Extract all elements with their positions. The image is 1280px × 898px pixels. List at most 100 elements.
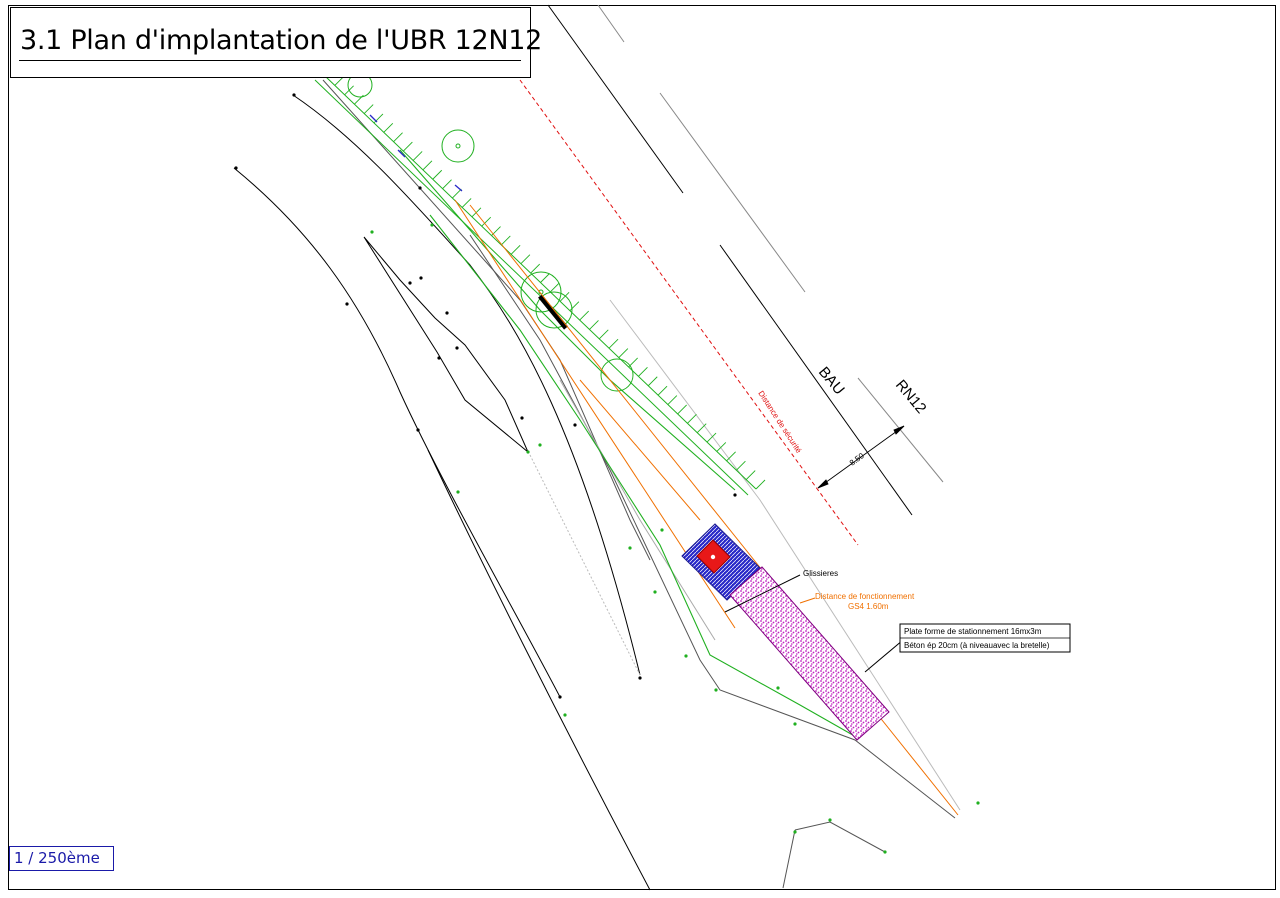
glissieres-label: Glissieres (803, 569, 838, 578)
fence-tick (696, 423, 707, 434)
fence-ticks (324, 66, 766, 490)
survey-point (976, 801, 980, 805)
fence-tick (373, 113, 384, 124)
survey-point (419, 276, 423, 280)
survey-point (776, 686, 780, 690)
road-label: RN12 (892, 377, 930, 417)
safety-distance-line (519, 79, 859, 546)
fence-tick (412, 151, 423, 161)
page-title: 3.1 Plan d'implantation de l'UBR 12N12 (20, 25, 543, 56)
scale-label: 1 / 250ème (14, 849, 100, 867)
fence-tick (363, 104, 374, 114)
fence-tick (540, 273, 550, 283)
survey-point (733, 493, 737, 497)
fence-tick (618, 348, 629, 358)
fence-tick (393, 132, 403, 143)
title-underline (19, 60, 521, 61)
fence-tick (706, 432, 717, 443)
platform-callout-line1: Plate forme de stationnement 16mx3m (904, 627, 1042, 636)
survey-point (416, 428, 420, 432)
fence-tick (579, 310, 590, 321)
cabinet-symbol (538, 294, 568, 330)
survey-point (638, 676, 642, 680)
survey-point (628, 546, 632, 550)
fence-tick (736, 460, 746, 471)
survey-point (418, 186, 422, 190)
platform-callout: Plate forme de stationnement 16mx3m Béto… (899, 623, 1071, 653)
survey-point (558, 695, 562, 699)
road-lines (233, 4, 961, 891)
survey-point (793, 722, 797, 726)
fence-tick (530, 263, 541, 274)
gs4-label: GS4 1.60m (848, 602, 889, 611)
parking-platform (729, 566, 890, 741)
fence-tick (638, 367, 648, 377)
fence-tick (608, 338, 619, 349)
fence-tick (677, 404, 687, 415)
fence-tick (755, 479, 766, 490)
survey-point (292, 93, 296, 97)
survey-point (445, 311, 449, 315)
fence-tick (647, 376, 658, 387)
fence-tick (442, 179, 452, 189)
survey-point (370, 230, 374, 234)
survey-point (520, 416, 524, 420)
survey-point (456, 490, 460, 494)
fence-tick (716, 442, 727, 452)
safety-distance-label: Distance de sécurité (756, 389, 803, 455)
fence-tick (452, 188, 462, 199)
fence-tick (481, 216, 492, 227)
survey-point (573, 423, 577, 427)
survey-point (828, 818, 832, 822)
fence-tick (403, 141, 413, 152)
survey-point (684, 654, 688, 658)
fence-tick (461, 198, 472, 208)
survey-point (437, 356, 441, 360)
survey-point (883, 850, 887, 854)
survey-point (653, 590, 657, 594)
fence-tick (657, 385, 668, 396)
fence-tick (598, 329, 609, 340)
green-lines (399, 149, 859, 739)
survey-point (526, 450, 530, 454)
fence-tick (510, 245, 521, 255)
survey-point (345, 302, 349, 306)
fence-tick (432, 169, 443, 180)
fence-tick (383, 122, 394, 133)
bau-label: BAU (815, 364, 848, 399)
dimension-line (817, 425, 905, 489)
survey-point (563, 713, 567, 717)
survey-point (660, 528, 664, 532)
fence-tick (549, 282, 560, 293)
dimension-value: 8.50 (848, 451, 866, 468)
platform-callout-line2: Béton ép 20cm (à niveauavec la bretelle) (904, 641, 1050, 650)
fence-tick (589, 320, 599, 330)
fence-tick (500, 235, 511, 246)
operating-distance-label: Distance de fonctionnement (815, 592, 915, 601)
fence-tick (520, 254, 531, 265)
survey-point (234, 166, 238, 170)
operating-distance-lines (454, 199, 959, 816)
survey-point (793, 830, 797, 834)
survey-point (714, 688, 718, 692)
leader-lines (724, 574, 904, 673)
fence-tick (667, 395, 678, 405)
fence-tick (687, 413, 697, 424)
survey-points (234, 93, 980, 854)
drawing-frame (8, 5, 1276, 890)
scale-box: 1 / 250ème (9, 846, 114, 871)
survey-point (408, 281, 412, 285)
unit-center (710, 554, 716, 560)
hedge-fence (314, 75, 757, 496)
title-box: 3.1 Plan d'implantation de l'UBR 12N12 (10, 7, 542, 78)
fence-tick (726, 451, 736, 462)
fence-tick (569, 301, 580, 311)
survey-point (430, 223, 434, 227)
fence-tick (422, 160, 433, 171)
survey-point (455, 346, 459, 350)
fence-tick (745, 470, 756, 480)
fence-markers (369, 114, 463, 192)
fence-tick (559, 291, 570, 302)
survey-point (538, 443, 542, 447)
